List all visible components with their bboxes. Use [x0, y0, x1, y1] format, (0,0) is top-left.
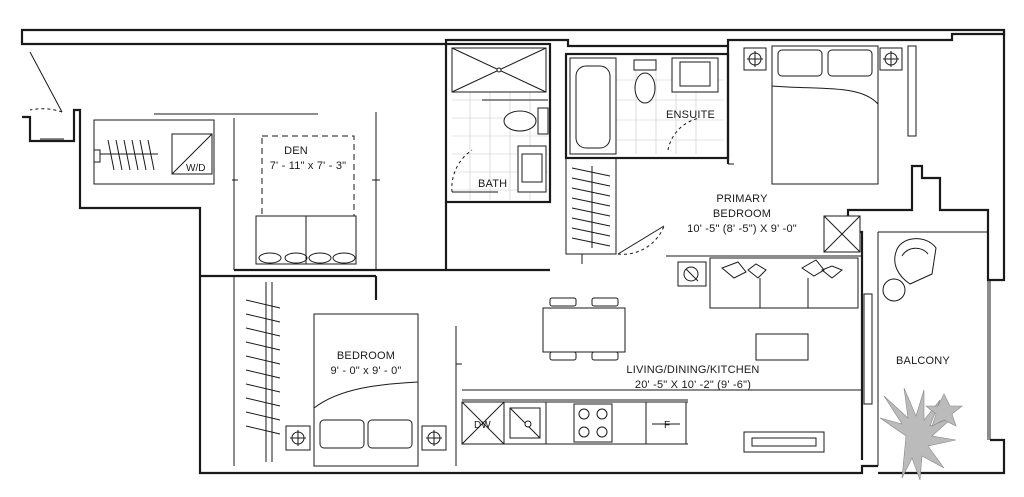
nightstand-left — [743, 47, 767, 71]
bedroom-dimensions: 9' - 0" x 9' - 0" — [330, 365, 401, 377]
lounge-chair — [882, 238, 937, 302]
bedroom-closet — [245, 282, 281, 462]
primary-closet — [565, 157, 665, 255]
den-title: DEN — [284, 145, 308, 157]
bedroom-title: BEDROOM — [337, 350, 395, 362]
dishwasher-label: DW — [474, 420, 491, 431]
sofa — [709, 257, 859, 309]
kitchen-counter: DW F — [461, 401, 688, 445]
ensuite-toilet — [633, 59, 657, 104]
primary-bedroom: PRIMARY BEDROOM 10' -5" (8' -5") X 9' -0… — [687, 45, 917, 253]
balcony-title: BALCONY — [896, 355, 950, 367]
kitchen-island — [755, 333, 809, 361]
primary-bed — [771, 45, 879, 185]
den-sofa — [255, 215, 357, 265]
bedroom: BEDROOM 9' - 0" x 9' - 0" — [200, 274, 462, 467]
dining-set — [542, 297, 626, 361]
ensuite-title: ENSUITE — [666, 109, 715, 121]
den: DEN 7' - 11" x 7' - 3" — [233, 112, 550, 272]
nightstand-right — [879, 47, 903, 71]
closet-hangers-2 — [571, 166, 611, 248]
laundry-closet: W/D — [93, 113, 318, 185]
cooktop — [573, 403, 613, 443]
entry-door — [29, 51, 64, 140]
washer-dryer-label: W/D — [186, 163, 205, 174]
closet-hangers — [93, 139, 155, 171]
den-dimensions: 7' - 11" x 7' - 3" — [270, 160, 347, 172]
bedroom-bed — [313, 313, 419, 467]
ensuite: ENSUITE — [564, 52, 730, 160]
ensuite-floor-tile — [616, 58, 724, 154]
living-area: DW F LIVING/DINING/KITCHEN 20' -5" X 10'… — [461, 255, 873, 453]
interior-partitions — [232, 179, 583, 270]
living-title: LIVING/DINING/KITCHEN — [626, 364, 759, 376]
bedroom-nightstand-right — [421, 425, 447, 451]
bath-toilet — [503, 107, 549, 135]
bedroom-nightstand-left — [285, 425, 311, 451]
primary-dimensions: 10' -5" (8' -5") X 9' -0" — [687, 223, 797, 235]
balcony: BALCONY — [879, 238, 963, 481]
potted-plant — [879, 387, 963, 481]
bathroom: BATH — [444, 42, 552, 204]
fridge — [645, 401, 687, 445]
primary-title-line2: BEDROOM — [713, 208, 771, 220]
mechanical-unit — [677, 261, 707, 287]
primary-title-line1: PRIMARY — [716, 193, 768, 205]
living-dimensions: 20' -5" X 10' -2" (9' -6") — [635, 379, 751, 391]
bath-title: BATH — [478, 178, 507, 190]
fridge-label: F — [664, 420, 670, 431]
